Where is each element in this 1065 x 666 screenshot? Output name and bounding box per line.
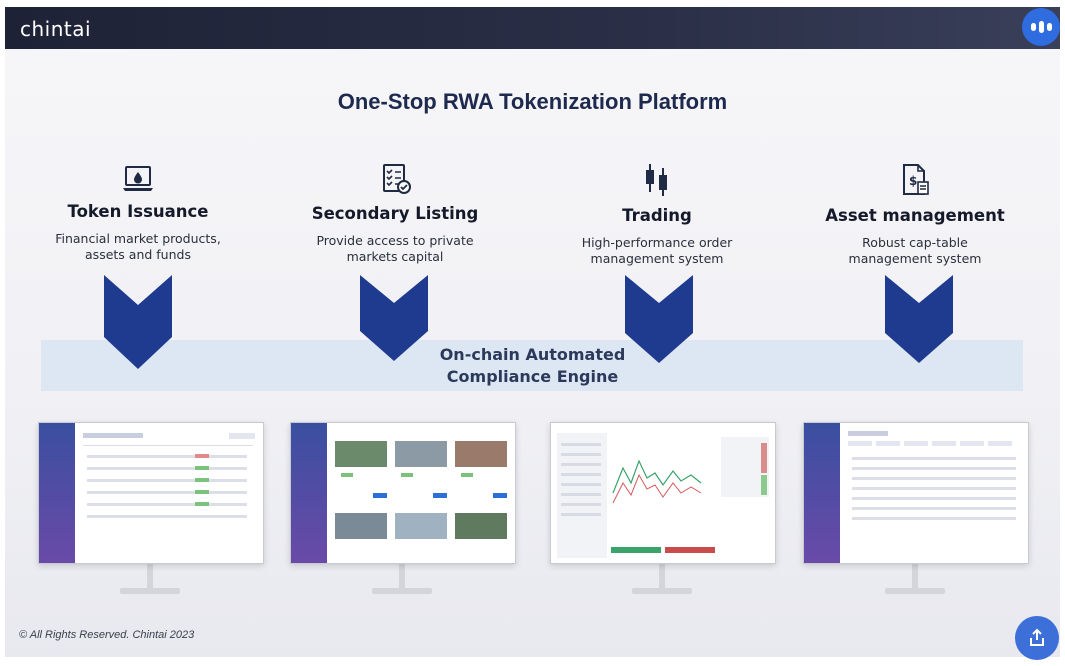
feature-trading: Trading High-performance order managemen… <box>537 162 777 267</box>
feature-secondary-listing: Secondary Listing Provide access to priv… <box>275 162 515 265</box>
chevron-down-icon <box>104 275 172 369</box>
screenshot-asset-management <box>803 422 1029 594</box>
chevron-down-icon <box>360 275 428 361</box>
feature-title: Asset management <box>825 206 1005 225</box>
feature-description: Financial market products, assets and fu… <box>55 231 221 262</box>
brand-logo: chintai <box>20 17 92 41</box>
monitor-screen <box>38 422 264 564</box>
chat-bubble-icon <box>1030 23 1036 31</box>
feature-asset-management: $ Asset management Robust cap-table mana… <box>795 162 1035 267</box>
compliance-band <box>41 340 1023 391</box>
presentation-slide: One-Stop RWA Tokenization Platform Token… <box>5 49 1060 657</box>
app-cap-table-preview <box>848 431 1016 520</box>
feature-description: High-performance order management system <box>581 235 733 266</box>
slide-title: One-Stop RWA Tokenization Platform <box>337 89 728 114</box>
screenshot-secondary-listing <box>290 422 516 594</box>
dollar-document-icon: $ <box>903 164 929 195</box>
monitor-screen <box>803 422 1029 564</box>
app-table-preview <box>83 433 255 518</box>
svg-text:$: $ <box>909 174 917 188</box>
feature-title: Trading <box>622 206 692 225</box>
app-trading-preview <box>557 433 769 558</box>
screenshot-trading <box>550 422 776 594</box>
app-sidebar <box>291 423 327 563</box>
share-icon <box>1030 628 1044 646</box>
chat-button[interactable] <box>1022 8 1060 46</box>
feature-token-issuance: Token Issuance Financial market products… <box>18 164 258 263</box>
copyright-footer: © All Rights Reserved. Chintai 2023 <box>19 629 195 641</box>
screenshot-token-issuance <box>38 422 264 594</box>
share-button[interactable] <box>1015 616 1059 660</box>
compliance-engine-label: On-chain Automated Compliance Engine <box>439 345 626 386</box>
feature-description: Robust cap-table management system <box>848 235 982 266</box>
top-bar: chintai <box>5 7 1060 49</box>
app-sidebar <box>39 423 75 563</box>
chevron-down-icon <box>885 275 953 363</box>
monitor-screen <box>290 422 516 564</box>
feature-title: Token Issuance <box>67 202 209 221</box>
feature-title: Secondary Listing <box>311 204 479 223</box>
feature-description: Provide access to private markets capita… <box>316 233 474 264</box>
app-listing-preview <box>335 441 507 539</box>
monitor-screen <box>550 422 776 564</box>
checklist-icon <box>383 164 411 194</box>
laptop-icon <box>123 166 153 191</box>
candlestick-icon <box>646 164 667 196</box>
app-sidebar <box>804 423 840 563</box>
chevron-down-icon <box>625 275 693 363</box>
